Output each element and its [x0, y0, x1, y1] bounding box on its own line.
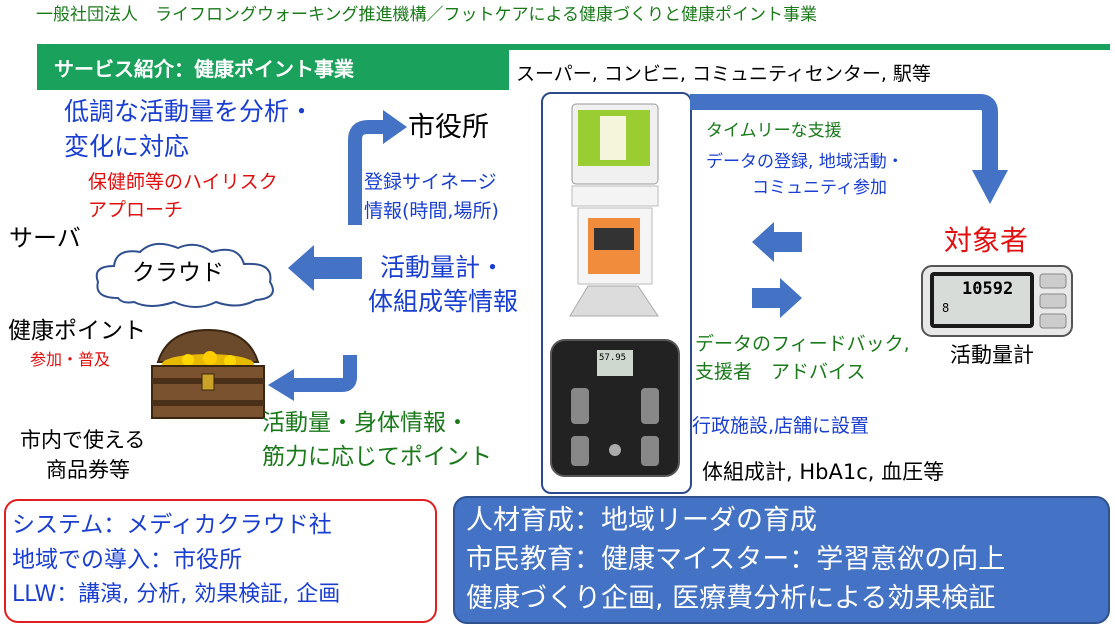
points-basis-line2: 筋力に応じてポイント — [262, 444, 492, 470]
target-label: 対象者 — [944, 224, 1029, 257]
arrow-to-cloud — [288, 245, 362, 291]
section-title-bar: サービス紹介：健康ポイント事業 — [37, 44, 1110, 90]
high-risk-line2: アプローチ — [88, 199, 184, 221]
system-line1: システム：メディカクラウド社 — [12, 512, 332, 538]
feedback-line1: データのフィードバック, — [695, 333, 910, 355]
education-box — [453, 496, 1110, 624]
server-label: サーバ — [9, 224, 81, 252]
cloud-icon — [95, 242, 274, 308]
signage-line1: 登録サイネージ — [364, 171, 497, 193]
activity-info-line1: 活動量計・ — [380, 253, 506, 282]
system-box — [4, 499, 437, 623]
voucher-line1: 市内で使える — [20, 428, 146, 452]
register-line1: データの登録, 地域活動・ — [706, 152, 904, 172]
arrow-right-feedback — [752, 278, 802, 318]
edu-line3: 健康づくり企画, 医療費分析による効果検証 — [466, 583, 996, 614]
device-panel — [541, 92, 692, 494]
high-risk-line1: 保健師等のハイリスク — [88, 171, 278, 193]
system-line3: LLW：講演, 分析, 効果検証, 企画 — [12, 582, 341, 607]
arrow-to-target — [690, 94, 1008, 204]
points-basis-line1: 活動量・身体情報・ — [262, 410, 469, 436]
analysis-line2: 変化に対応 — [64, 132, 190, 161]
timely-support: タイムリーな支援 — [706, 121, 842, 141]
arrow-to-points — [268, 355, 357, 401]
system-line2: 地域での導入：市役所 — [12, 547, 242, 573]
activity-meter-label: 活動量計 — [950, 343, 1034, 367]
edu-line2: 市民教育：健康マイスター：学習意欲の向上 — [466, 544, 1006, 575]
pedometer-steps: 10592 — [962, 279, 1014, 299]
signage-line2: 情報(時間,場所) — [364, 200, 499, 222]
city-hall-arrow — [348, 110, 407, 225]
feedback-line2: 支援者 アドバイス — [695, 361, 866, 383]
signage-kiosk-icon — [569, 103, 659, 317]
pedometer-icon — [921, 265, 1073, 337]
health-points-label: 健康ポイント — [8, 318, 146, 344]
scale-display-value: 57.95 — [599, 353, 627, 363]
arrow-left-register — [752, 222, 802, 262]
edu-line1: 人材育成：地域リーダの育成 — [466, 505, 817, 536]
city-hall-label: 市役所 — [408, 112, 489, 143]
cloud-label: クラウド — [132, 260, 224, 286]
install-label: 行政施設,店舗に設置 — [692, 415, 870, 437]
measure-label: 体組成計, HbA1c, 血圧等 — [702, 460, 945, 484]
header-title: 一般社団法人 ライフロングウォーキング推進機構／フットケアによる健康づくりと健康… — [36, 5, 817, 25]
analysis-line1: 低調な活動量を分析・ — [64, 97, 315, 126]
pedometer-sub: 8 — [942, 301, 950, 315]
locations-label: スーパー, コンビニ, コミュニティセンター, 駅等 — [516, 63, 931, 85]
register-line2: コミュニティ参加 — [752, 178, 887, 198]
voucher-line2: 商品券等 — [46, 458, 130, 482]
body-composition-scale-icon — [550, 339, 680, 477]
activity-info-line2: 体組成等情報 — [368, 287, 519, 316]
participation-label: 参加・普及 — [30, 350, 111, 369]
section-title: サービス紹介：健康ポイント事業 — [54, 57, 354, 81]
treasure-chest-icon — [151, 328, 265, 419]
